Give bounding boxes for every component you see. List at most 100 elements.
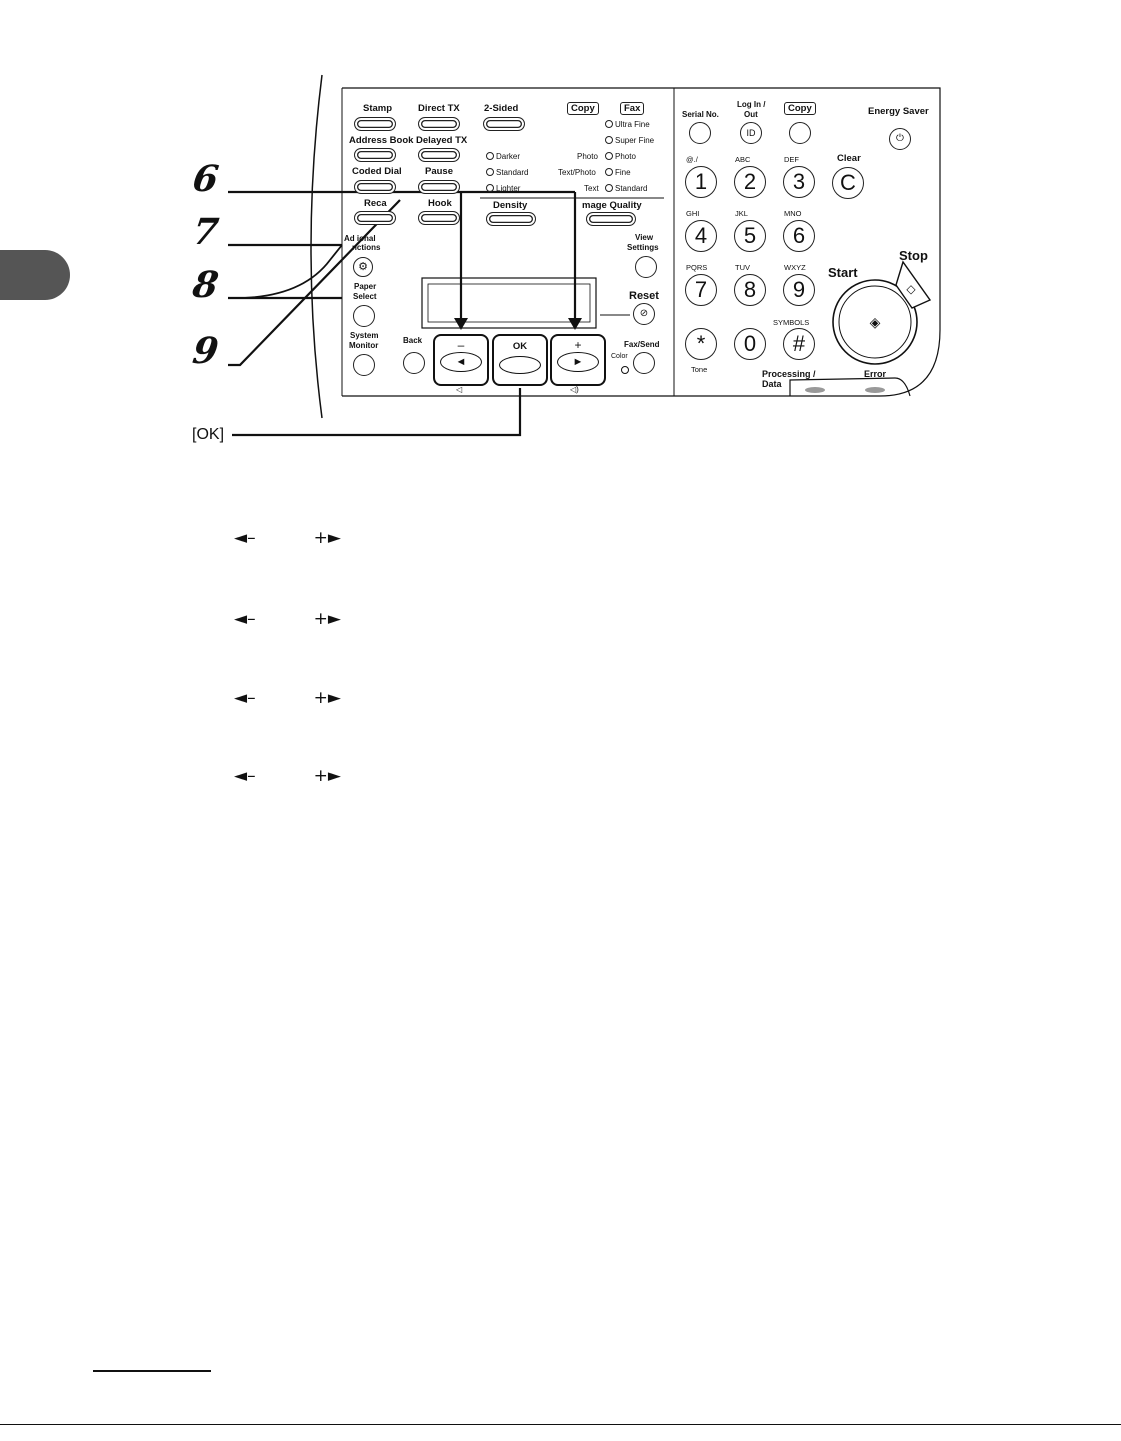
hook-label: Hook <box>428 198 452 209</box>
clear-key[interactable]: C <box>832 167 864 199</box>
additional-functions-label-1: Ad ional <box>344 234 376 243</box>
volume-down-icon: ◁ <box>456 385 463 394</box>
fax-quality-standard: Standard <box>605 184 647 193</box>
back-button[interactable] <box>403 352 425 374</box>
keypad-key-8[interactable]: 8 <box>734 274 766 306</box>
start-button[interactable]: ◈ <box>839 286 911 358</box>
fax-send-label: Fax/Send <box>624 340 660 349</box>
two-sided-button[interactable] <box>483 117 525 131</box>
arrow-keys-row-1: ◄–+► <box>234 528 341 548</box>
serial-no-button[interactable] <box>689 122 711 144</box>
arrow-keys-row-2: ◄–+► <box>234 609 341 629</box>
view-settings-button[interactable] <box>635 256 657 278</box>
additional-functions-label-2: nctions <box>352 243 381 252</box>
image-quality-label: mage Quality <box>582 200 642 211</box>
address-book-button[interactable] <box>354 148 396 162</box>
log-in-out-button[interactable]: ID <box>740 122 762 144</box>
density-button[interactable] <box>486 212 536 226</box>
stamp-label: Stamp <box>363 103 393 114</box>
arrow-keys-row-3: ◄– +► <box>234 688 341 708</box>
plus-right-button[interactable]: + ► <box>550 334 606 386</box>
power-icon: ⏻ <box>896 133 904 144</box>
color-led <box>621 366 629 374</box>
arrow-keys-row-4: ◄– +► <box>234 766 341 786</box>
keypad-letters-8: TUV <box>735 263 750 272</box>
direct-tx-button[interactable] <box>418 117 460 131</box>
volume-up-icon: ◁) <box>570 385 579 394</box>
left-minus-glyph: ◄– <box>234 766 256 786</box>
pause-button[interactable] <box>418 180 460 194</box>
paper-select-button[interactable] <box>353 305 375 327</box>
keypad-key-star[interactable]: * <box>685 328 717 360</box>
plus-right-glyph: +► <box>313 766 341 786</box>
keypad-key-hash[interactable]: # <box>783 328 815 360</box>
view-settings-label-2: Settings <box>627 243 659 252</box>
stop-button[interactable]: ◇ <box>898 276 924 302</box>
clear-label: Clear <box>837 153 861 164</box>
error-label: Error <box>864 369 887 379</box>
copy-quality-photo: Photo <box>577 152 598 161</box>
keypad-key-6[interactable]: 6 <box>783 220 815 252</box>
energy-saver-button[interactable]: ⏻ <box>889 128 911 150</box>
plus-right-glyph: +► <box>313 688 341 708</box>
keypad-key-5[interactable]: 5 <box>734 220 766 252</box>
serial-no-label: Serial No. <box>682 110 719 119</box>
start-icon: ◈ <box>869 314 881 330</box>
system-monitor-button[interactable] <box>353 354 375 376</box>
view-settings-label-1: View <box>635 233 654 242</box>
ok-oval <box>499 356 541 374</box>
direct-tx-label: Direct TX <box>418 103 460 114</box>
keypad-letters-9: WXYZ <box>784 263 806 272</box>
reset-button[interactable]: ⊘ <box>633 303 655 325</box>
coded-dial-label: Coded Dial <box>352 166 402 177</box>
keypad-key-1[interactable]: 1 <box>685 166 717 198</box>
keypad-key-4[interactable]: 4 <box>685 220 717 252</box>
fax-quality-fine: Fine <box>605 168 631 177</box>
system-monitor-label-2: Monitor <box>349 341 379 350</box>
back-label: Back <box>403 336 423 345</box>
keypad-key-3[interactable]: 3 <box>783 166 815 198</box>
keypad-key-2[interactable]: 2 <box>734 166 766 198</box>
right-arrow-icon: ► <box>557 352 599 372</box>
additional-functions-button[interactable]: ⚙ <box>353 257 373 277</box>
keypad-letters-2: ABC <box>735 155 751 164</box>
delayed-tx-button[interactable] <box>418 148 460 162</box>
ok-button[interactable]: OK <box>492 334 548 386</box>
copy-mode-label: Copy <box>567 102 599 115</box>
plus-right-glyph: +► <box>313 528 341 548</box>
keypad-letters-5: JKL <box>735 209 748 218</box>
minus-left-button[interactable]: – ◄ <box>433 334 489 386</box>
keypad-key-7[interactable]: 7 <box>685 274 717 306</box>
pause-label: Pause <box>425 166 453 177</box>
reset-icon: ⊘ <box>639 308 649 319</box>
delayed-tx-label: Delayed TX <box>416 135 468 146</box>
left-minus-glyph: ◄– <box>234 688 256 708</box>
stop-icon: ◇ <box>906 282 916 296</box>
fax-send-button[interactable] <box>633 352 655 374</box>
operation-panel: 6 7 8 9 [OK] Stamp Direct TX 2-Sided Add… <box>0 0 1121 470</box>
start-label: Start <box>828 265 858 280</box>
coded-dial-button[interactable] <box>354 180 396 194</box>
hook-button[interactable] <box>418 211 460 225</box>
recall-label: Reca <box>364 198 387 209</box>
stop-label: Stop <box>899 248 928 263</box>
image-quality-button[interactable] <box>586 212 636 226</box>
keypad-letters-3: DEF <box>784 155 799 164</box>
footnote-rule <box>93 1370 211 1372</box>
density-led-standard: Standard <box>486 168 528 177</box>
keypad-key-0[interactable]: 0 <box>734 328 766 360</box>
recall-button[interactable] <box>354 211 396 225</box>
copy-quality-text: Text <box>584 184 599 193</box>
processing-data-label-2: Data <box>762 379 782 389</box>
gear-icon: ⚙ <box>358 261 368 273</box>
fax-mode-label: Fax <box>620 102 645 115</box>
copy-quality-text-photo: Text/Photo <box>558 168 596 177</box>
reset-label: Reset <box>629 290 659 302</box>
keypad-key-9[interactable]: 9 <box>783 274 815 306</box>
two-sided-label: 2-Sided <box>484 103 519 114</box>
log-in-out-label-2: Out <box>744 110 758 119</box>
left-minus-glyph: ◄– <box>234 609 256 629</box>
chapter-tab <box>0 250 70 300</box>
stamp-button[interactable] <box>354 117 396 131</box>
copy-mode-button[interactable] <box>789 122 811 144</box>
